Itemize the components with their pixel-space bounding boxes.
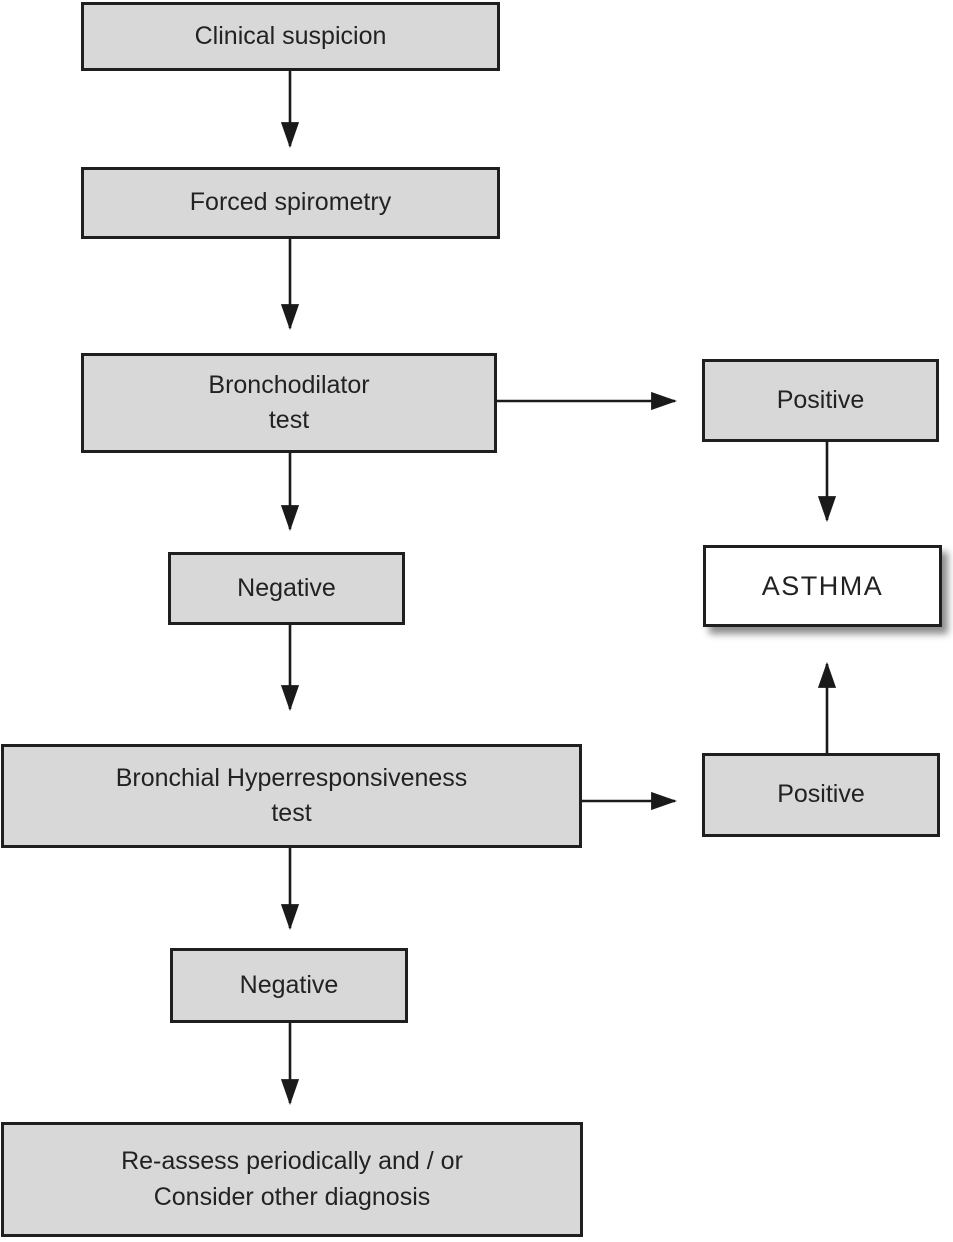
node-bronchodilator-test: Bronchodilator test <box>81 353 497 453</box>
node-bronchial-hyperresponsiveness-test: Bronchial Hyperresponsiveness test <box>1 744 582 848</box>
node-forced-spirometry: Forced spirometry <box>81 167 500 239</box>
node-asthma-diagnosis: ASTHMA <box>703 545 942 627</box>
node-clinical-suspicion: Clinical suspicion <box>81 2 500 71</box>
node-positive-bronchodilator: Positive <box>702 359 939 442</box>
node-negative-bronchodilator: Negative <box>168 552 405 625</box>
node-negative-bhr: Negative <box>170 948 408 1023</box>
node-reassess-other-diagnosis: Re-assess periodically and / or Consider… <box>1 1122 583 1237</box>
node-positive-bhr: Positive <box>702 753 940 837</box>
